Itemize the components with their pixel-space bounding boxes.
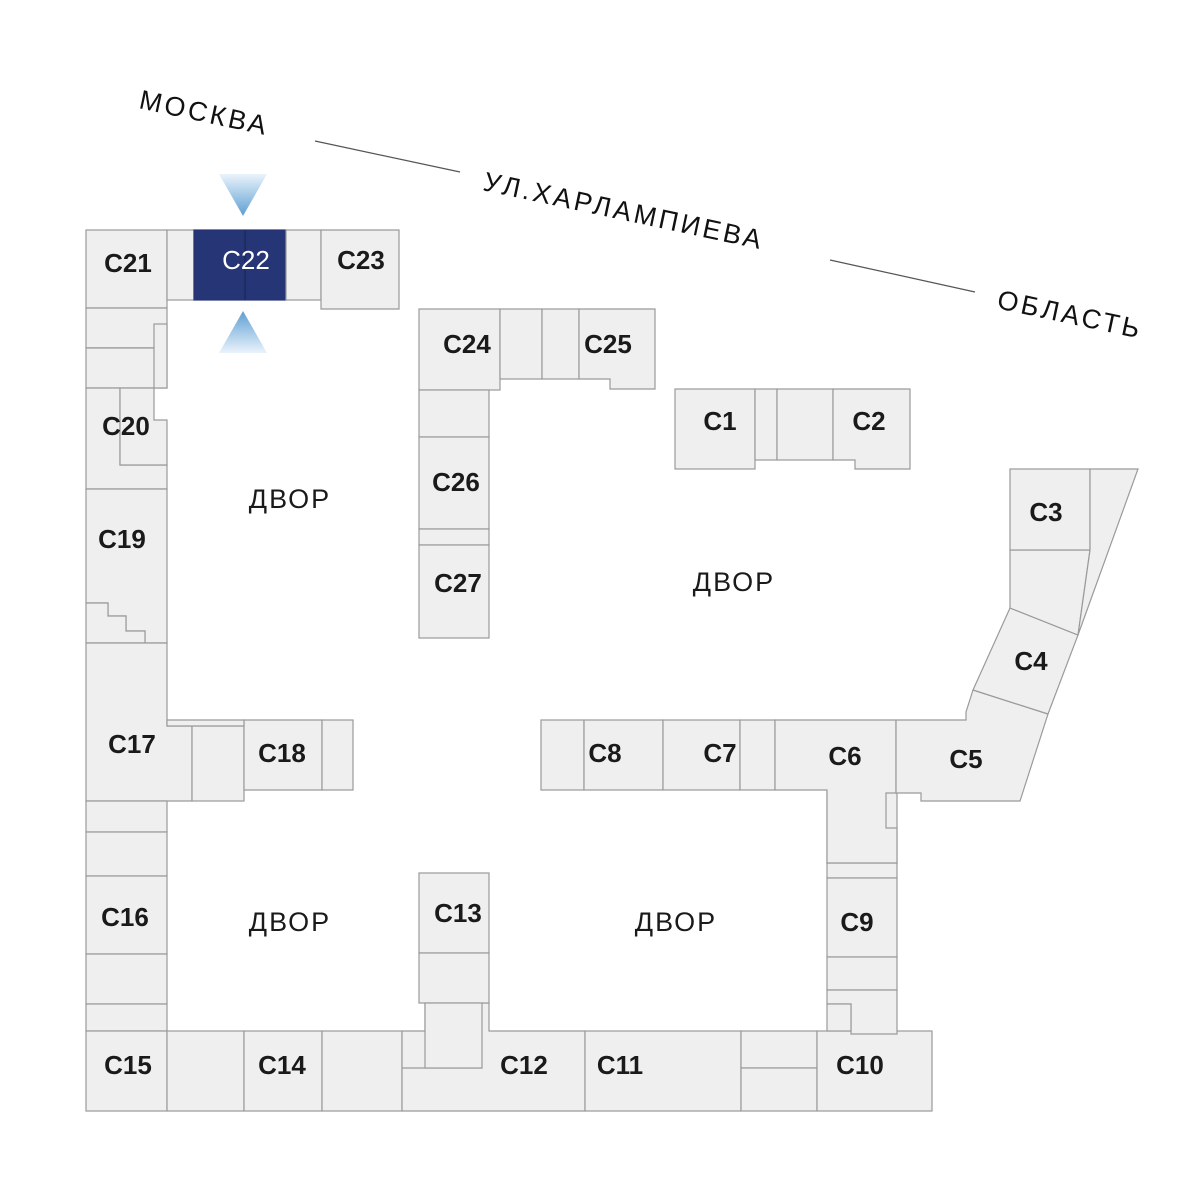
building-block: [285, 229, 322, 301]
section-c15[interactable]: [85, 1030, 168, 1112]
section-label: С3: [1029, 497, 1062, 527]
section-label: С7: [703, 738, 736, 768]
yard-label: ДВОР: [249, 907, 331, 937]
building-block: [754, 388, 778, 461]
section-label: С10: [836, 1050, 884, 1080]
section-c23[interactable]: [320, 229, 400, 310]
building-block: [85, 1003, 168, 1032]
building-block: [826, 862, 898, 879]
section-c27[interactable]: [418, 544, 490, 639]
marker-arrow-up-icon: [219, 311, 267, 353]
section-label: С2: [852, 406, 885, 436]
section-c8[interactable]: [583, 719, 664, 791]
section-label: С6: [828, 741, 861, 771]
street-label-region: ОБЛАСТЬ: [995, 285, 1146, 345]
section-label: С24: [443, 329, 491, 359]
section-c19[interactable]: [85, 488, 168, 644]
section-label-selected: С22: [222, 245, 270, 275]
building-block: [85, 800, 168, 833]
building-block: [1077, 468, 1139, 636]
section-label: С13: [434, 898, 482, 928]
building-block: [85, 953, 168, 1005]
section-label: С20: [102, 411, 150, 441]
street-label-kharlampieva: УЛ.ХАРЛАМПИЕВА: [481, 167, 767, 256]
section-label: С19: [98, 524, 146, 554]
building-block: [776, 388, 834, 461]
section-c2[interactable]: [832, 388, 911, 470]
section-c24[interactable]: [418, 308, 501, 391]
street-label-moscow: МОСКВА: [137, 85, 272, 142]
section-label: С21: [104, 248, 152, 278]
section-label: С17: [108, 729, 156, 759]
building-block: [740, 1030, 818, 1069]
building-block: [540, 719, 585, 791]
yard-label: ДВОР: [249, 484, 331, 514]
building-block: [321, 1030, 403, 1112]
building-block: [153, 323, 168, 389]
section-c14[interactable]: [243, 1030, 323, 1112]
building-block: [85, 347, 159, 389]
road-line: [314, 140, 461, 173]
building-block: [826, 956, 898, 991]
section-label: С9: [840, 907, 873, 937]
building-block: [499, 308, 543, 380]
building-block: [166, 719, 245, 727]
section-label: С23: [337, 245, 385, 275]
building-block: [166, 1030, 245, 1112]
section-label: С1: [703, 406, 736, 436]
building-block: [424, 1002, 483, 1069]
building-block: [418, 952, 490, 1004]
section-label: С8: [588, 738, 621, 768]
section-label: С12: [500, 1050, 548, 1080]
yard-label: ДВОР: [693, 567, 775, 597]
section-c7[interactable]: [662, 719, 741, 791]
section-label: С18: [258, 738, 306, 768]
section-label: С14: [258, 1050, 306, 1080]
section-label: С4: [1014, 646, 1048, 676]
section-c1[interactable]: [674, 388, 756, 470]
section-label: С11: [597, 1050, 643, 1080]
building-block: [826, 1003, 852, 1032]
building-block: [166, 229, 195, 301]
road-line: [829, 259, 976, 293]
section-c22[interactable]: [193, 229, 287, 301]
section-c26[interactable]: [418, 436, 490, 530]
yard-label: ДВОР: [635, 907, 717, 937]
section-label: С26: [432, 467, 480, 497]
building-block: [541, 308, 580, 380]
section-label: С15: [104, 1050, 152, 1080]
section-c21[interactable]: [85, 229, 168, 309]
section-label: С5: [949, 744, 982, 774]
section-c11[interactable]: [584, 1030, 742, 1112]
building-block: [740, 1067, 818, 1112]
section-c10[interactable]: [816, 1030, 933, 1112]
section-c25[interactable]: [578, 308, 656, 390]
section-label: С27: [434, 568, 482, 598]
section-c9[interactable]: [826, 877, 898, 958]
section-label: С25: [584, 329, 632, 359]
building-block: [418, 528, 490, 546]
section-c13[interactable]: [418, 872, 490, 954]
building-block: [85, 831, 168, 877]
building-block: [191, 725, 245, 802]
marker-arrow-down-icon: [219, 174, 267, 216]
building-block: [418, 389, 490, 438]
building-block: [321, 719, 354, 791]
building-block: [739, 719, 776, 791]
section-label: С16: [101, 902, 149, 932]
section-c5[interactable]: [895, 689, 1049, 802]
